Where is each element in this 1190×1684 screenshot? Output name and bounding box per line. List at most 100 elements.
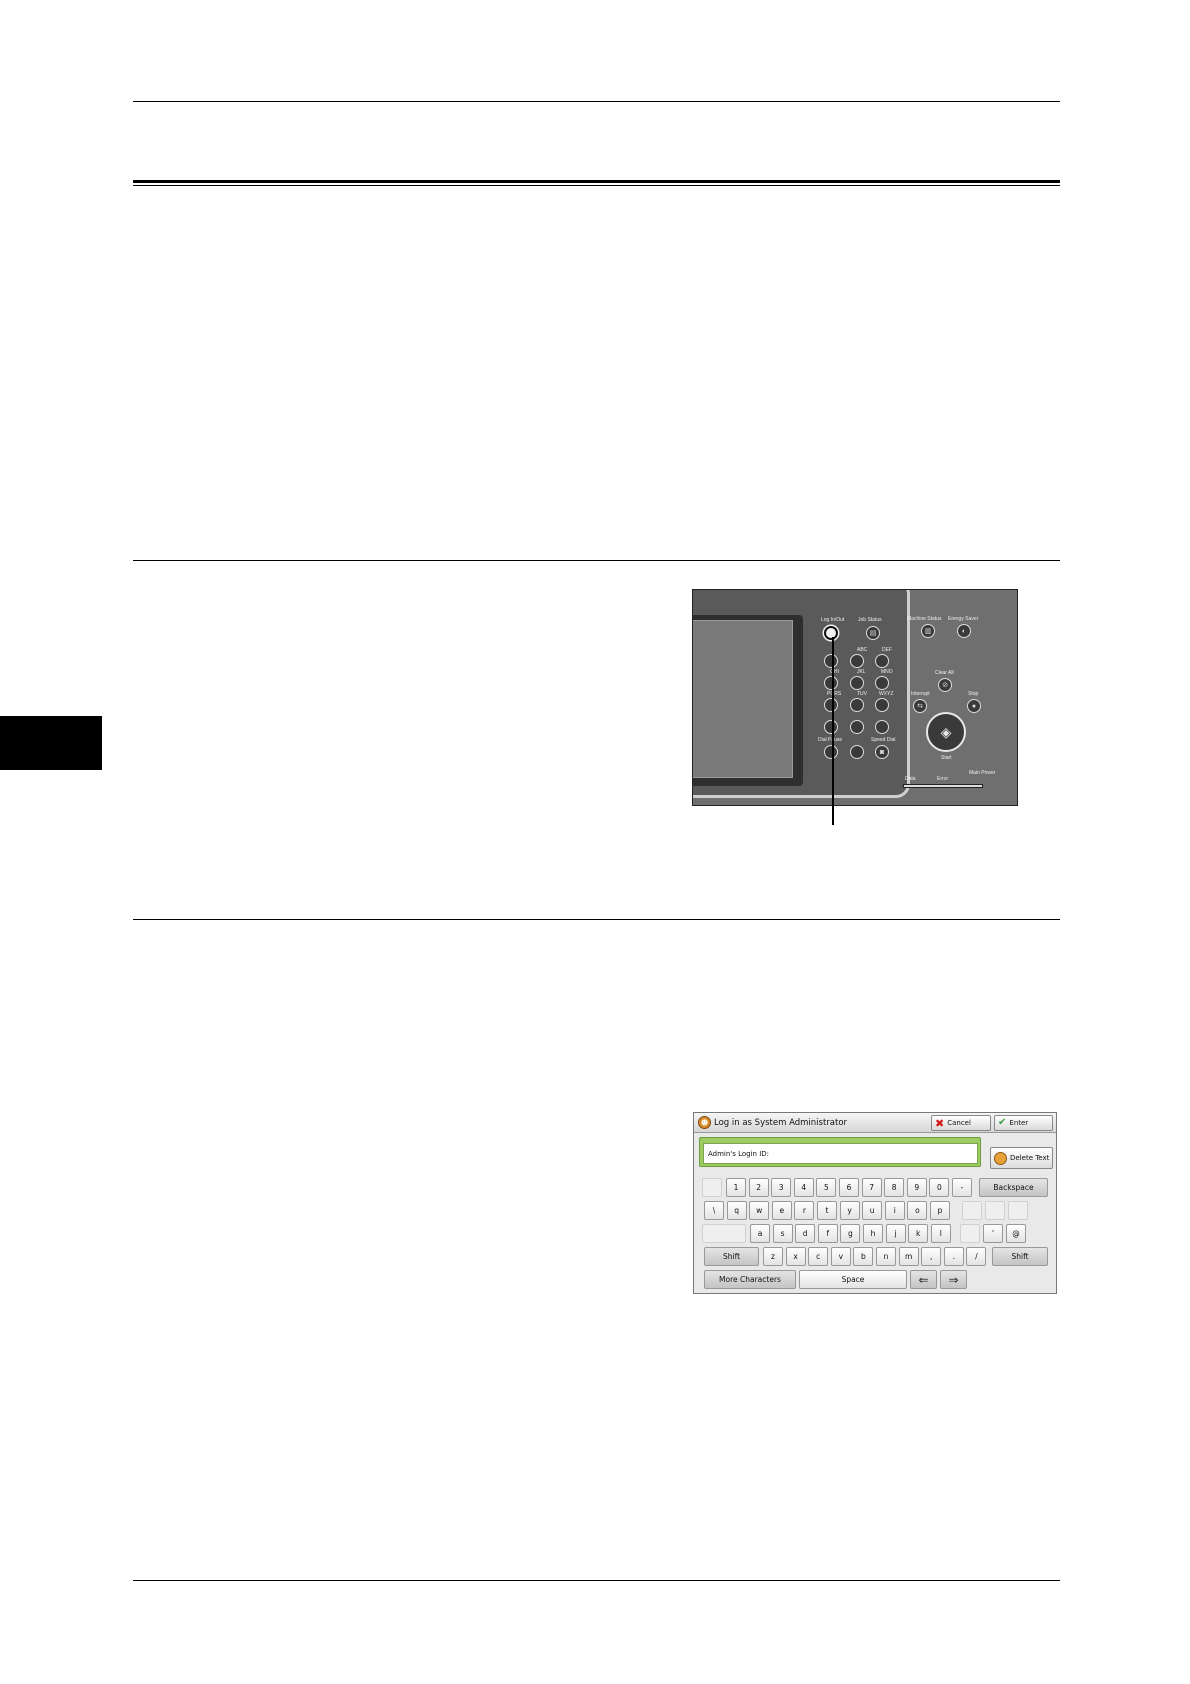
delete-text-button[interactable]: Delete Text: [990, 1147, 1053, 1169]
keypad-9[interactable]: [875, 698, 889, 712]
mno-label: MNO: [881, 669, 893, 675]
key-9[interactable]: 9: [906, 1178, 927, 1197]
keypad-8[interactable]: [850, 698, 864, 712]
more-characters-key[interactable]: More Characters: [704, 1270, 796, 1289]
key-comma[interactable]: ,: [921, 1247, 942, 1266]
machine-status-button[interactable]: ▥: [921, 624, 935, 638]
administrator-icon: ☻: [698, 1116, 711, 1129]
energy-saver-button[interactable]: ◐: [957, 624, 971, 638]
key-x[interactable]: x: [785, 1247, 806, 1266]
keypad-4[interactable]: [824, 676, 838, 690]
key-e[interactable]: e: [771, 1201, 792, 1220]
section-divider-2: [133, 919, 1060, 920]
dial-pause-button[interactable]: [824, 745, 838, 759]
dial-pause-label: Dial Pause: [818, 737, 843, 743]
tuv-label: TUV: [857, 691, 867, 697]
key-d[interactable]: d: [795, 1224, 816, 1243]
key-h[interactable]: h: [863, 1224, 883, 1243]
keypad-star[interactable]: [824, 720, 838, 734]
key-u[interactable]: u: [862, 1201, 883, 1220]
speed-dial-button[interactable]: ◙: [875, 745, 889, 759]
interrupt-button[interactable]: ⇆: [913, 699, 927, 713]
keypad-3[interactable]: [875, 654, 889, 668]
backspace-key[interactable]: Backspace: [979, 1178, 1048, 1197]
key-blank-r2a: [962, 1201, 982, 1220]
shift-key-left[interactable]: Shift: [704, 1247, 759, 1266]
key-b[interactable]: b: [853, 1247, 874, 1266]
speed-dial-label: Speed Dial: [871, 737, 896, 743]
cursor-right-key[interactable]: ⇒: [940, 1270, 967, 1289]
stop-button[interactable]: ●: [967, 699, 981, 713]
login-id-field-frame: Admin's Login ID:: [699, 1137, 981, 1167]
key-6[interactable]: 6: [839, 1178, 859, 1197]
jkl-label: JKL: [857, 669, 866, 675]
keypad-hash[interactable]: [875, 720, 889, 734]
keypad-2[interactable]: [850, 654, 864, 668]
key-q[interactable]: q: [726, 1201, 747, 1220]
key-v[interactable]: v: [830, 1247, 851, 1266]
space-key[interactable]: Space: [799, 1270, 907, 1289]
key-period[interactable]: .: [943, 1247, 964, 1266]
enter-button[interactable]: ✔ Enter: [994, 1115, 1053, 1131]
key-slash[interactable]: /: [966, 1247, 987, 1266]
key-apostrophe[interactable]: ': [983, 1224, 1003, 1243]
indicator-lamps: [903, 784, 983, 788]
chapter-tab: [0, 716, 102, 770]
pqrs-label: PQRS: [827, 691, 842, 697]
keypad-1[interactable]: [824, 654, 838, 668]
key-r[interactable]: r: [794, 1201, 815, 1220]
shift-key-right[interactable]: Shift: [992, 1247, 1048, 1266]
cursor-left-key[interactable]: ⇐: [910, 1270, 937, 1289]
keypad-5[interactable]: [850, 676, 864, 690]
key-t[interactable]: t: [817, 1201, 837, 1220]
screen-title: Log in as System Administrator: [714, 1118, 848, 1128]
key-2[interactable]: 2: [748, 1178, 769, 1197]
key-minus[interactable]: -: [952, 1178, 972, 1197]
clear-all-label: Clear All: [935, 670, 954, 676]
key-z[interactable]: z: [763, 1247, 783, 1266]
key-o[interactable]: o: [907, 1201, 928, 1220]
key-3[interactable]: 3: [771, 1178, 792, 1197]
key-1[interactable]: 1: [726, 1178, 746, 1197]
keypad-0[interactable]: [850, 720, 864, 734]
key-8[interactable]: 8: [884, 1178, 905, 1197]
key-k[interactable]: k: [908, 1224, 929, 1243]
key-7[interactable]: 7: [861, 1178, 882, 1197]
key-c[interactable]: c: [808, 1247, 829, 1266]
key-f[interactable]: f: [817, 1224, 838, 1243]
key-0[interactable]: 0: [929, 1178, 950, 1197]
section-divider-1: [133, 560, 1060, 561]
key-5[interactable]: 5: [816, 1178, 837, 1197]
key-w[interactable]: w: [749, 1201, 770, 1220]
error-indicator-label: Error: [937, 776, 949, 782]
start-icon: ◈: [940, 723, 952, 740]
cancel-label: Cancel: [947, 1119, 971, 1127]
job-status-button[interactable]: ▤: [866, 626, 880, 640]
touch-screen: [693, 620, 793, 778]
def-label: DEF: [882, 647, 892, 653]
login-logout-button[interactable]: [824, 626, 838, 640]
keypad-7[interactable]: [824, 698, 838, 712]
keypad-6[interactable]: [875, 676, 889, 690]
main-power-label: Main Power: [969, 770, 996, 776]
key-p[interactable]: p: [930, 1201, 950, 1220]
key-a[interactable]: a: [750, 1224, 770, 1243]
key-i[interactable]: i: [884, 1201, 905, 1220]
clear-all-button[interactable]: ⊘: [938, 678, 952, 692]
key-g[interactable]: g: [840, 1224, 861, 1243]
key-l[interactable]: l: [930, 1224, 951, 1243]
key-backslash[interactable]: \: [704, 1201, 724, 1220]
key-y[interactable]: y: [839, 1201, 860, 1220]
key-at[interactable]: @: [1006, 1224, 1026, 1243]
key-j[interactable]: j: [885, 1224, 906, 1243]
key-m[interactable]: m: [898, 1247, 919, 1266]
c-button[interactable]: [850, 745, 864, 759]
login-id-field[interactable]: Admin's Login ID:: [703, 1143, 978, 1164]
machine-status-label: Machine Status: [907, 616, 942, 622]
key-n[interactable]: n: [876, 1247, 896, 1266]
abc-label: ABC: [857, 647, 868, 653]
start-button[interactable]: ◈: [926, 712, 966, 752]
key-4[interactable]: 4: [793, 1178, 814, 1197]
key-s[interactable]: s: [772, 1224, 793, 1243]
cancel-button[interactable]: ✖ Cancel: [931, 1115, 991, 1131]
